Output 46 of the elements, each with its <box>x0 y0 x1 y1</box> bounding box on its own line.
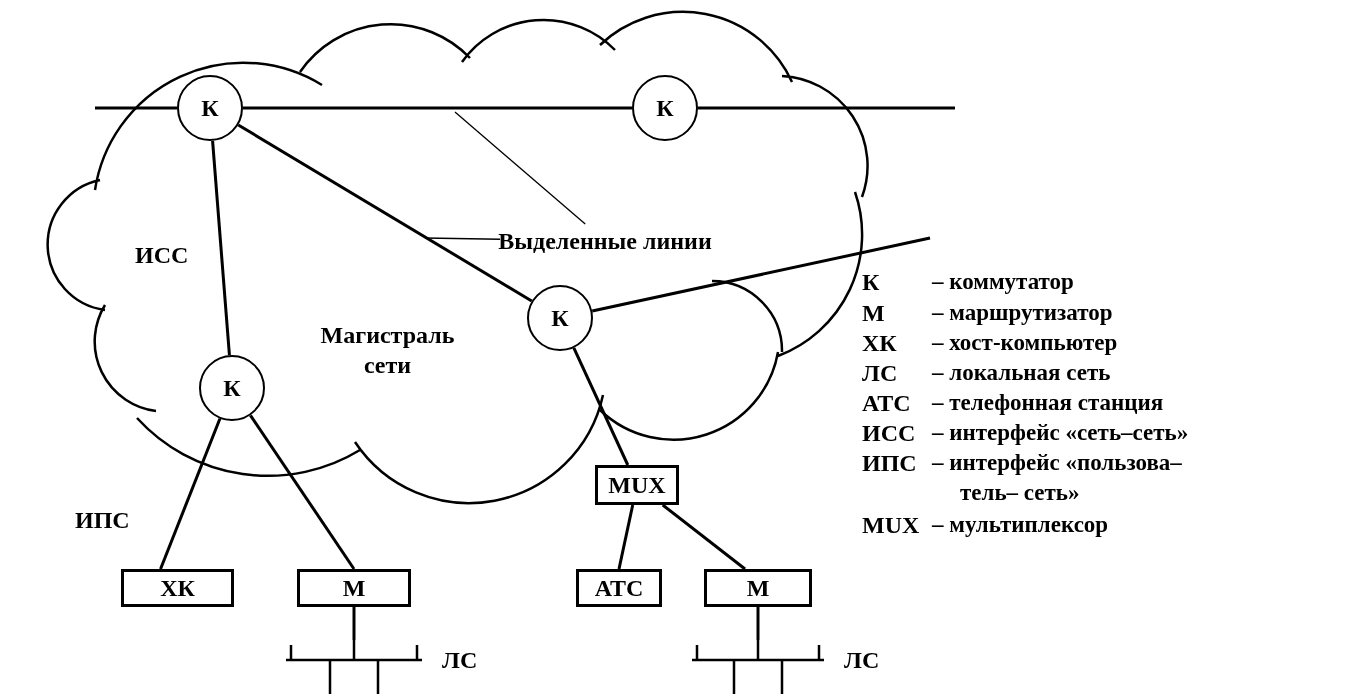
abbreviation-definition: – телефонная станция <box>932 389 1164 417</box>
abbreviation: К <box>862 268 880 297</box>
connection-line <box>352 607 356 640</box>
connection-line <box>159 418 222 570</box>
device-box: М <box>704 569 812 607</box>
backbone-label: Магистраль сети <box>319 321 456 380</box>
abbreviation-definition: – интерфейс «пользова– тель– сеть» <box>932 449 1183 507</box>
connection-line <box>249 414 356 570</box>
abbreviation: М <box>862 299 885 328</box>
switch-circle: К <box>177 75 243 141</box>
abbreviation-definition: – интерфейс «сеть–сеть» <box>932 419 1189 447</box>
connection-line <box>756 607 760 640</box>
device-box: М <box>297 569 411 607</box>
connection-line <box>572 347 630 466</box>
device-box: ХК <box>121 569 234 607</box>
switch-circle: К <box>527 285 593 351</box>
callout-text: Выделенные линии <box>500 224 710 258</box>
switch-circle: К <box>199 355 265 421</box>
connection-line <box>237 123 533 303</box>
connection-line <box>661 503 746 571</box>
abbreviation-definition: – хост-компьютер <box>932 329 1118 357</box>
abbreviation-definition: – коммутатор <box>932 268 1074 296</box>
leader-line <box>424 237 501 240</box>
device-box: АТС <box>576 569 662 607</box>
abbreviation-definition: – маршрутизатор <box>932 299 1113 327</box>
abbreviation-definition: – локальная сеть <box>932 359 1111 387</box>
abbreviation: АТС <box>862 389 911 418</box>
connection-line <box>698 106 955 110</box>
abbreviation: ХК <box>862 329 897 358</box>
lan-label: ЛС <box>844 646 880 675</box>
abbreviation: ЛС <box>862 359 898 388</box>
connection-line <box>211 140 231 356</box>
connection-line <box>617 504 635 570</box>
lan-label: ЛС <box>442 646 478 675</box>
abbreviation: MUX <box>862 511 920 540</box>
abbreviation: ИСС <box>862 419 916 448</box>
connection-line <box>591 236 931 313</box>
device-box: MUX <box>595 465 679 505</box>
connection-line <box>243 106 632 110</box>
abbreviation-definition: – мультиплексор <box>932 511 1109 539</box>
switch-circle: К <box>632 75 698 141</box>
leader-line <box>454 111 586 225</box>
abbreviation: ИПС <box>862 449 917 478</box>
interface-label: ИПС <box>75 506 130 535</box>
connection-line <box>95 106 177 110</box>
interface-label: ИСС <box>135 241 189 270</box>
